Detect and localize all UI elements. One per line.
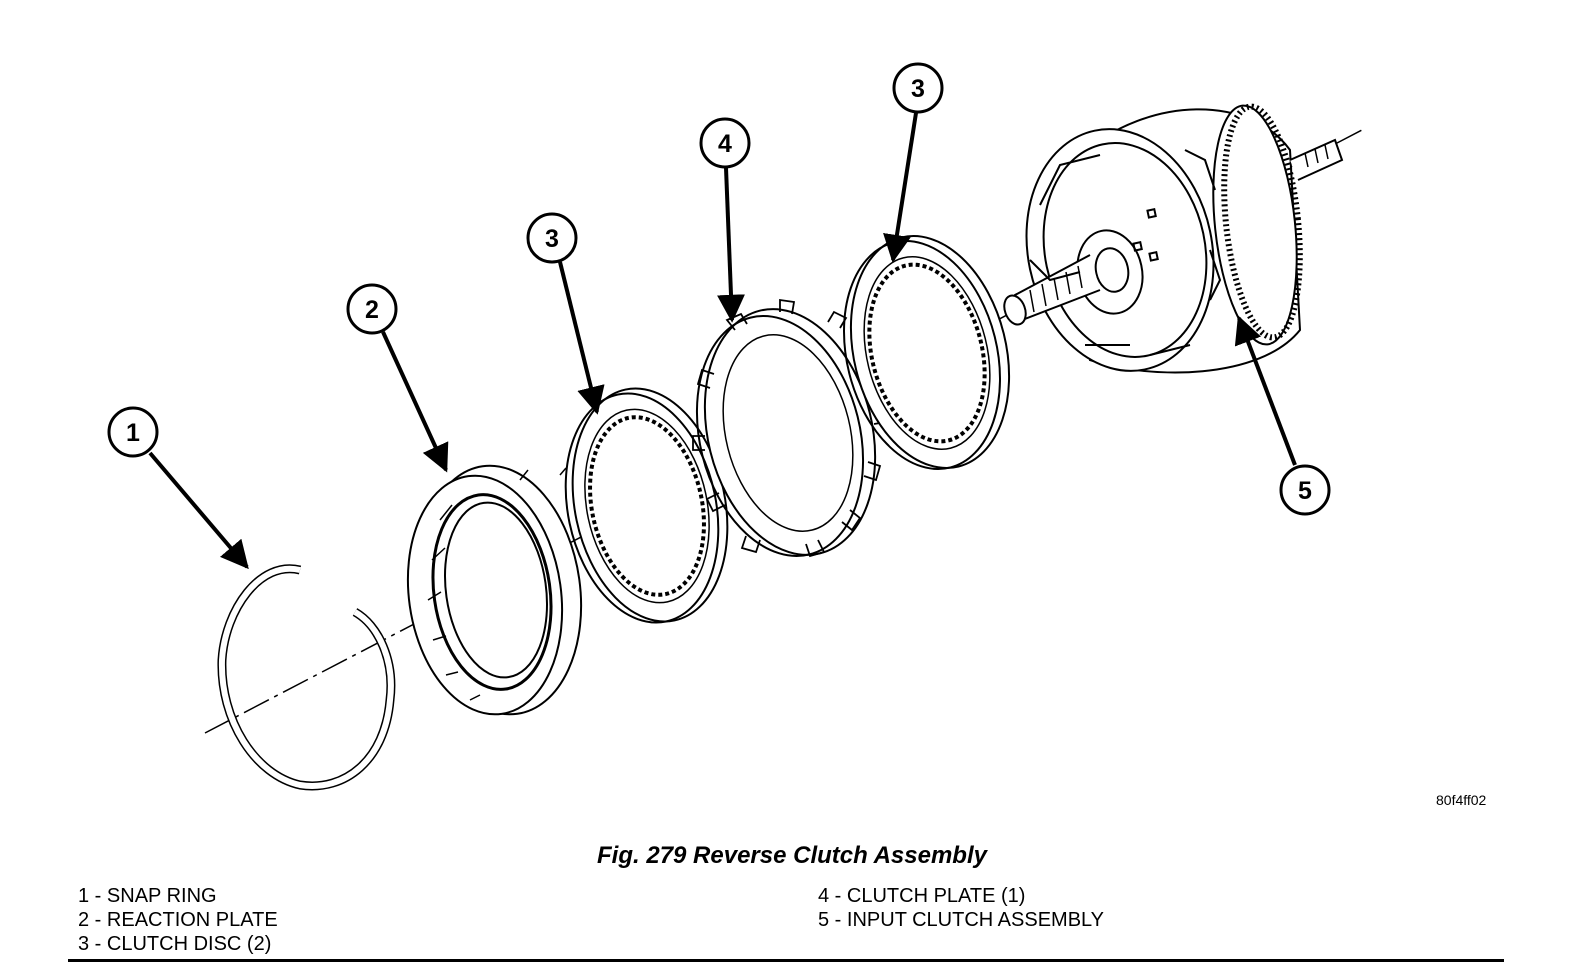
callout-5: 5 bbox=[1279, 464, 1331, 516]
legend-label: CLUTCH PLATE (1) bbox=[846, 885, 1026, 907]
leader-1 bbox=[148, 451, 249, 570]
callout-2-label: 2 bbox=[365, 296, 379, 324]
callout-3a-label: 3 bbox=[545, 225, 559, 253]
callout-leaders bbox=[148, 112, 1297, 570]
legend-number: 5 bbox=[818, 909, 830, 931]
callout-1: 1 bbox=[107, 406, 159, 458]
leader-4 bbox=[717, 167, 745, 323]
snap-ring-part bbox=[217, 564, 396, 791]
legend-item: 4 - CLUTCH PLATE (1) bbox=[818, 885, 1026, 907]
legend-label: REACTION PLATE bbox=[106, 909, 278, 931]
legend-number: 2 bbox=[78, 909, 90, 931]
callout-4: 4 bbox=[699, 117, 751, 169]
clutch-disc-part-right bbox=[843, 235, 1011, 471]
leader-2 bbox=[381, 331, 449, 473]
callout-5-label: 5 bbox=[1298, 477, 1312, 505]
callout-3b: 3 bbox=[892, 62, 944, 114]
callout-3b-label: 3 bbox=[911, 75, 925, 103]
legend-label: INPUT CLUTCH ASSEMBLY bbox=[846, 909, 1105, 931]
exploded-view-diagram: 1 2 3 4 3 5 bbox=[107, 62, 1363, 791]
callout-1-label: 1 bbox=[126, 419, 140, 447]
leader-5 bbox=[1234, 315, 1297, 466]
figure-reference-code: 80f4ff02 bbox=[1436, 792, 1487, 808]
legend-right: 4 - CLUTCH PLATE (1) 5 - INPUT CLUTCH AS… bbox=[818, 884, 1104, 932]
legend-number: 4 bbox=[818, 885, 830, 907]
leader-3b bbox=[883, 112, 918, 263]
clutch-plate-part bbox=[692, 298, 888, 558]
legend-item: 1 - SNAP RING bbox=[78, 885, 217, 907]
legend-number: 1 bbox=[78, 885, 90, 907]
figure-caption: Fig. 279 Reverse Clutch Assembly bbox=[597, 842, 987, 869]
legend-number: 3 bbox=[78, 933, 90, 955]
legend-item: 3 - CLUTCH DISC (2) bbox=[78, 933, 272, 955]
legend-left: 1 - SNAP RING 2 - REACTION PLATE 3 - CLU… bbox=[78, 884, 278, 956]
leader-3a bbox=[558, 261, 605, 415]
callout-2: 2 bbox=[346, 283, 398, 335]
callout-4-label: 4 bbox=[718, 130, 732, 158]
callout-3a: 3 bbox=[526, 212, 578, 264]
bottom-rule bbox=[68, 959, 1504, 962]
legend-item: 5 - INPUT CLUTCH ASSEMBLY bbox=[818, 909, 1105, 931]
reaction-plate-part bbox=[406, 464, 583, 716]
input-clutch-assembly-part bbox=[1003, 103, 1344, 374]
legend-label: CLUTCH DISC (2) bbox=[106, 933, 272, 955]
legend-item: 2 - REACTION PLATE bbox=[78, 909, 278, 931]
legend-label: SNAP RING bbox=[106, 885, 217, 907]
